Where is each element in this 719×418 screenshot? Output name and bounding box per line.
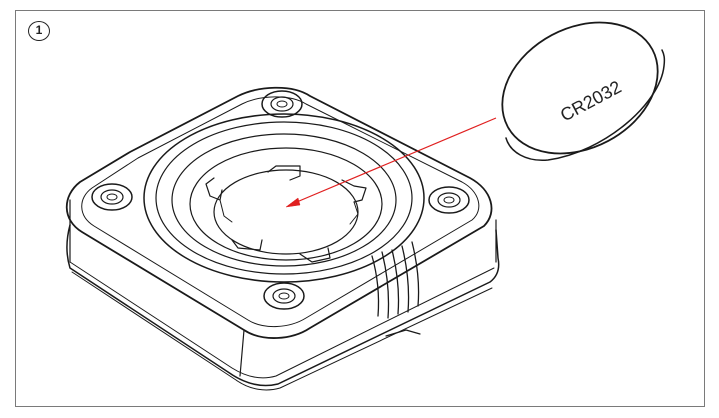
screw-boss-bottom xyxy=(263,282,305,310)
bayonet-step-2 xyxy=(349,201,359,225)
bayonet-lug-right xyxy=(341,179,367,203)
housing-base-lip xyxy=(69,261,495,379)
compartment-floor xyxy=(213,169,359,255)
compartment-ring-outer xyxy=(143,113,425,283)
screw-boss-right xyxy=(428,186,470,214)
screw-boss-top xyxy=(261,90,303,118)
bayonet-lug-lower xyxy=(231,239,263,251)
side-notch xyxy=(385,329,421,337)
battery-label: CR2032 xyxy=(557,77,625,126)
housing-base-bottom xyxy=(71,271,493,391)
compartment-ring-2 xyxy=(155,121,413,275)
step-number-badge: 1 xyxy=(28,21,50,41)
housing-base-outline xyxy=(66,224,500,387)
insertion-arrow xyxy=(285,117,497,208)
bayonet-lug-left xyxy=(205,177,223,201)
bayonet-lug-top xyxy=(267,165,301,181)
bayonet-step-1 xyxy=(219,199,233,223)
compartment-ring-4 xyxy=(189,147,383,261)
screw-boss-left xyxy=(91,183,133,211)
illustration-frame xyxy=(15,10,705,407)
housing-top-inner-edge xyxy=(81,96,480,327)
coin-cell-battery xyxy=(501,21,666,161)
bayonet-lug-lower-right xyxy=(299,247,331,263)
compartment-ring-3 xyxy=(171,133,397,267)
vent-slots xyxy=(371,241,420,319)
housing-side-corner xyxy=(239,329,245,377)
